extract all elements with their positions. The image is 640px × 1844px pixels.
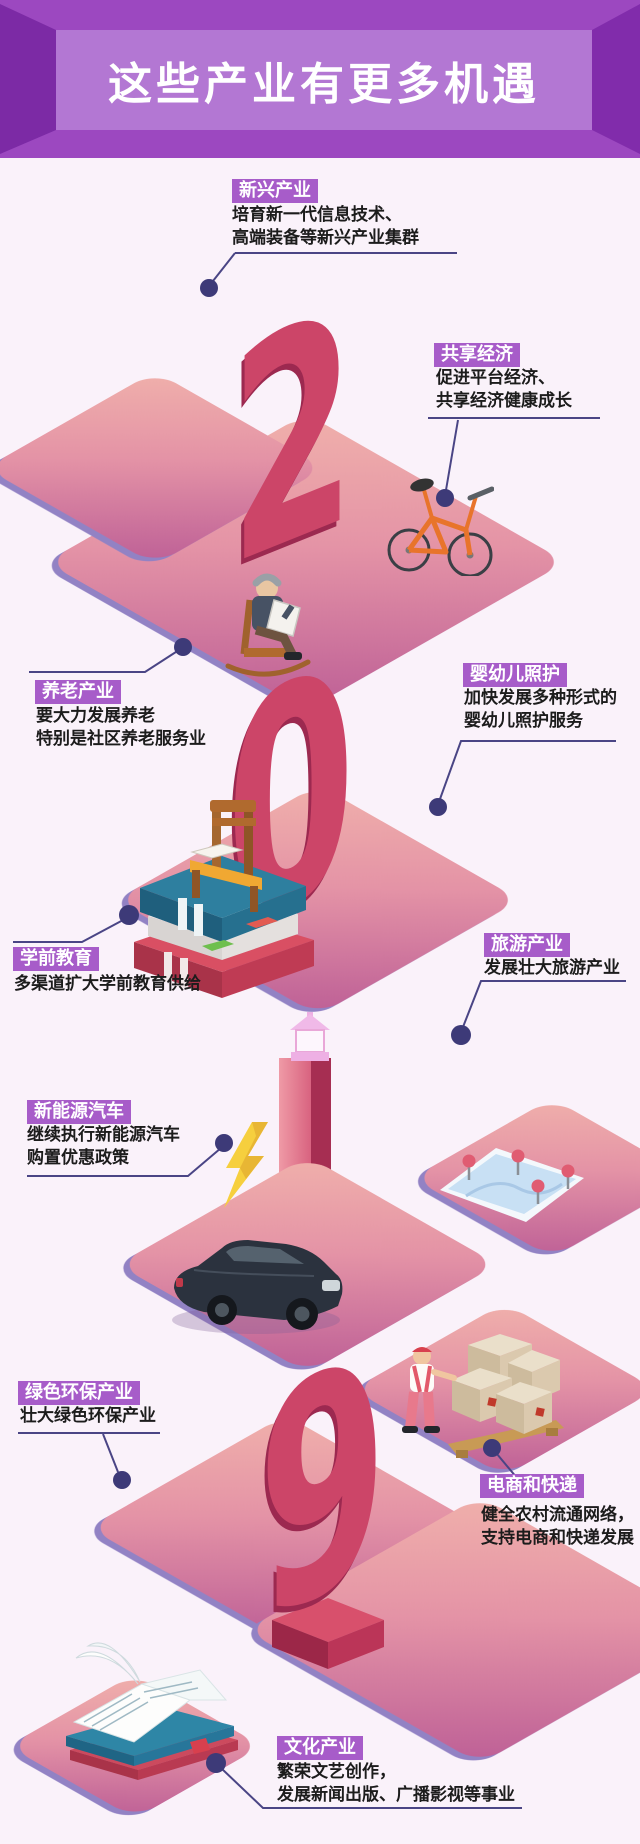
books-and-chair-icon xyxy=(134,800,314,998)
connector-elderly xyxy=(29,649,180,673)
desc-cultural-industry: 繁荣文艺创作，发展新闻出版、广播影视等事业 xyxy=(277,1762,515,1805)
desc-infant-care: 加快发展多种形式的婴幼儿照护服务 xyxy=(464,688,617,731)
connector-tourism xyxy=(462,980,626,1028)
desc-emerging-industries: 培育新一代信息技术、高端装备等新兴产业集群 xyxy=(232,205,419,248)
electric-car-icon xyxy=(172,1240,343,1334)
title-banner: 这些产业有更多机遇 xyxy=(0,0,640,158)
desc-elderly-care: 要大力发展养老特别是社区养老服务业 xyxy=(36,706,206,749)
desc-ecommerce-delivery: 健全农村流通网络，支持电商和快递发展 xyxy=(481,1505,634,1548)
connector-preschool xyxy=(13,918,126,943)
desc-sharing-economy: 促进平台经济、共享经济健康成长 xyxy=(436,368,572,411)
open-book-icon xyxy=(66,1642,238,1780)
banner-left-side xyxy=(0,4,56,154)
elderly-man-rocking-chair-icon xyxy=(225,573,311,677)
dot-marker-infant xyxy=(429,798,447,816)
label-emerging-industries: 新兴产业 xyxy=(232,179,318,203)
desc-tourism: 发展壮大旅游产业 xyxy=(484,958,620,978)
lantern-icon xyxy=(290,1012,330,1061)
banner-frame-sides xyxy=(0,4,640,154)
page-title: 这些产业有更多机遇 xyxy=(108,59,540,110)
red-box-icon xyxy=(272,1598,384,1669)
connector-green xyxy=(18,1432,160,1473)
label-new-energy-vehicles: 新能源汽车 xyxy=(27,1100,131,1124)
dot-marker-green xyxy=(113,1471,131,1489)
desc-green-industry: 壮大绿色环保产业 xyxy=(20,1406,156,1426)
digit-9: 9 xyxy=(258,1287,388,1689)
label-cultural-industry: 文化产业 xyxy=(277,1736,363,1760)
dot-marker-tourism xyxy=(451,1025,471,1045)
desc-preschool-education: 多渠道扩大学前教育供给 xyxy=(14,974,201,994)
banner-panel: 这些产业有更多机遇 xyxy=(56,30,592,130)
label-sharing-economy: 共享经济 xyxy=(434,343,520,367)
desc-new-energy-vehicles: 继续执行新能源汽车购置优惠政策 xyxy=(27,1125,180,1168)
map-with-pins-icon xyxy=(440,1148,584,1222)
label-tourism: 旅游产业 xyxy=(484,933,570,957)
banner-right-side xyxy=(592,4,640,154)
digit-2: 2 xyxy=(230,245,356,633)
lightning-bolt-icon xyxy=(224,1122,268,1208)
label-green-industry: 绿色环保产业 xyxy=(18,1381,140,1405)
connector-infant xyxy=(439,740,616,800)
bicycle-icon xyxy=(387,478,494,576)
label-elderly-care: 养老产业 xyxy=(35,680,121,704)
label-infant-care: 婴幼儿照护 xyxy=(463,663,567,687)
courier-with-boxes-icon xyxy=(402,1334,564,1458)
dot-marker-emerging xyxy=(200,279,218,297)
label-ecommerce-delivery: 电商和快递 xyxy=(480,1474,584,1498)
label-preschool-education: 学前教育 xyxy=(13,947,99,971)
